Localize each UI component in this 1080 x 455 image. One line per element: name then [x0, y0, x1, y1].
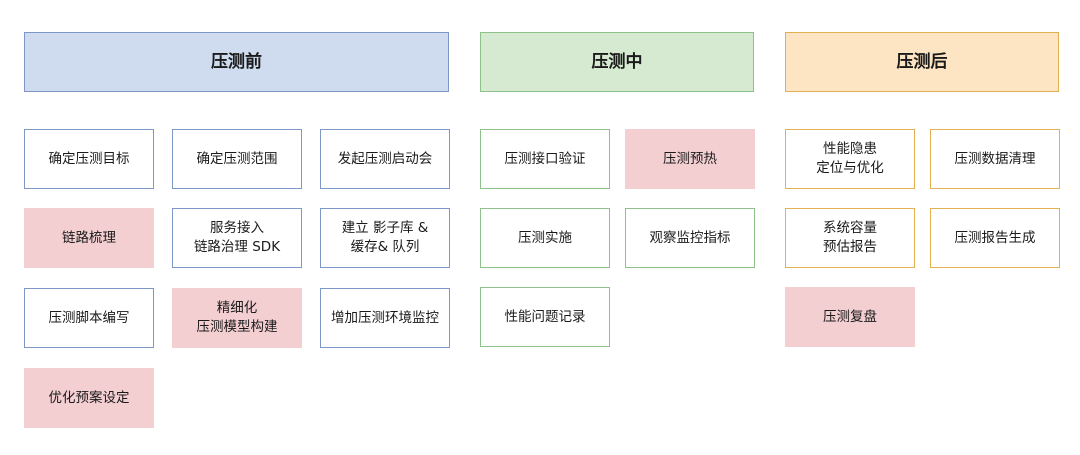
step-card-highlighted: 压测复盘 [785, 287, 915, 347]
step-card-highlighted: 优化预案设定 [24, 368, 154, 428]
step-card: 观察监控指标 [625, 208, 755, 268]
step-card: 性能隐患 定位与优化 [785, 129, 915, 189]
step-card-highlighted: 链路梳理 [24, 208, 154, 268]
step-card: 建立 影子库 & 缓存& 队列 [320, 208, 450, 268]
step-card: 压测报告生成 [930, 208, 1060, 268]
step-card: 性能问题记录 [480, 287, 610, 347]
step-card: 压测接口验证 [480, 129, 610, 189]
phase-header-after: 压测后 [785, 32, 1059, 92]
step-card: 压测数据清理 [930, 129, 1060, 189]
phase-header-during: 压测中 [480, 32, 754, 92]
step-card: 确定压测范围 [172, 129, 302, 189]
step-card: 确定压测目标 [24, 129, 154, 189]
step-card-highlighted: 压测预热 [625, 129, 755, 189]
step-card: 压测脚本编写 [24, 288, 154, 348]
phase-header-before: 压测前 [24, 32, 449, 92]
step-card: 服务接入 链路治理 SDK [172, 208, 302, 268]
step-card: 压测实施 [480, 208, 610, 268]
step-card: 发起压测启动会 [320, 129, 450, 189]
step-card-highlighted: 精细化 压测模型构建 [172, 288, 302, 348]
step-card: 系统容量 预估报告 [785, 208, 915, 268]
step-card: 增加压测环境监控 [320, 288, 450, 348]
